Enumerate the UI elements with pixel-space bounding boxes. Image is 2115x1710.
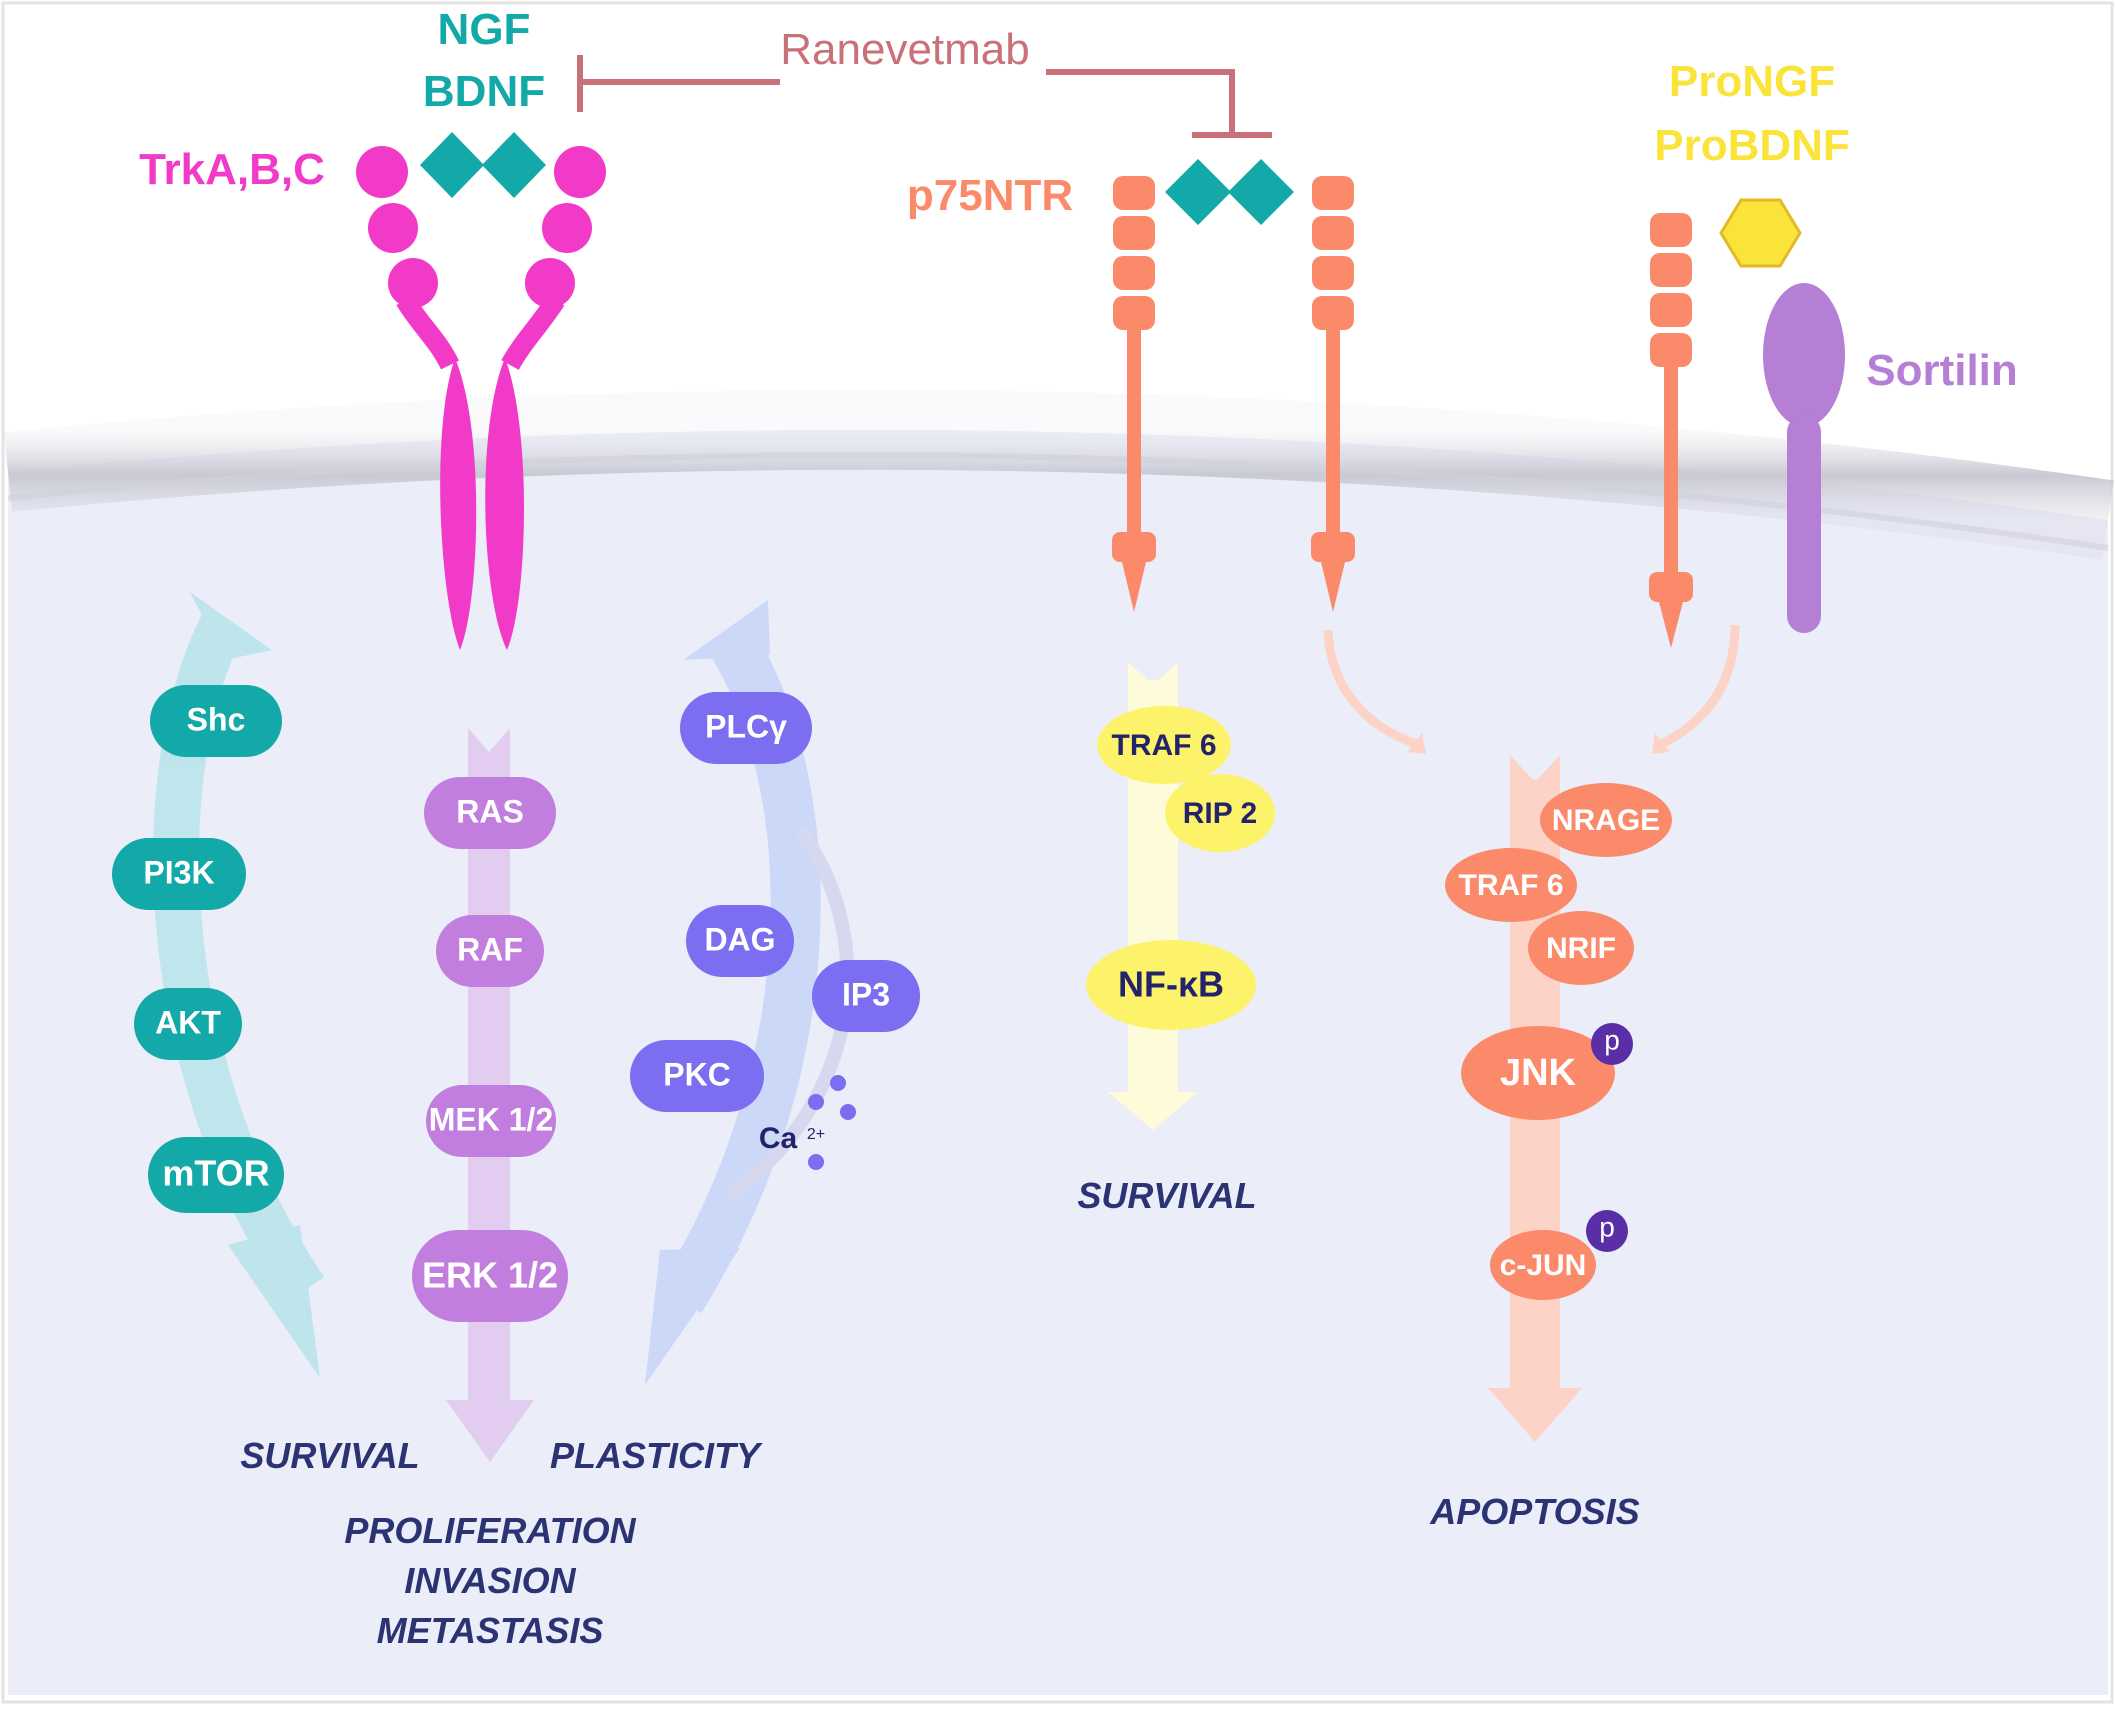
svg-text:NF-κB: NF-κB: [1118, 964, 1224, 1005]
svg-text:PLCγ: PLCγ: [705, 708, 787, 744]
prongf-label: ProNGF: [1669, 57, 1835, 106]
p75-sortilin-receptor: [1649, 213, 1693, 648]
svg-text:IP3: IP3: [842, 976, 890, 1012]
sortilin-label: Sortilin: [1866, 346, 2018, 395]
node-mtor: mTOR: [148, 1137, 284, 1213]
outcome-survival-mid: SURVIVAL: [1077, 1175, 1256, 1216]
node-jnk: JNK: [1461, 1026, 1615, 1120]
outcome-apoptosis: APOPTOSIS: [1429, 1491, 1639, 1532]
p75ntr-label: p75NTR: [907, 171, 1073, 220]
svg-text:p: p: [1604, 1024, 1620, 1055]
svg-text:Shc: Shc: [187, 701, 246, 737]
ranevetmab-label: Ranevetmab: [780, 25, 1029, 74]
node-dag: DAG: [686, 905, 794, 977]
node-shc: Shc: [150, 685, 282, 757]
svg-text:c-JUN: c-JUN: [1500, 1249, 1587, 1282]
outcome-survival-left: SURVIVAL: [240, 1435, 419, 1476]
svg-text:MEK 1/2: MEK 1/2: [429, 1101, 553, 1137]
outcome-plasticity: PLASTICITY: [550, 1435, 763, 1476]
node-erk: ERK 1/2: [412, 1230, 568, 1322]
svg-text:NRIF: NRIF: [1546, 932, 1616, 965]
node-nfkb: NF-κB: [1086, 940, 1256, 1030]
node-plc-gamma: PLCγ: [680, 692, 812, 764]
svg-text:DAG: DAG: [704, 921, 775, 957]
phospho-jnk-badge: p: [1591, 1023, 1633, 1065]
svg-text:TRAF 6: TRAF 6: [1112, 729, 1217, 762]
apoptosis-pathway: NRAGE TRAF 6 NRIF JNK c-JUN p p: [1445, 783, 1672, 1300]
svg-text:RAS: RAS: [456, 793, 524, 829]
svg-text:JNK: JNK: [1500, 1052, 1577, 1094]
ngf-label: NGF: [438, 5, 531, 54]
svg-text:RIP 2: RIP 2: [1183, 797, 1258, 830]
node-cjun: c-JUN: [1490, 1230, 1596, 1300]
ranevetmab-inhibition: [577, 55, 1272, 138]
node-ip3: IP3: [812, 960, 920, 1032]
phospho-cjun-badge: p: [1586, 1210, 1628, 1252]
trk-label: TrkA,B,C: [139, 145, 325, 194]
ngf-bdnf-ligand: [420, 132, 546, 198]
mapk-pathway: RAS RAF MEK 1/2 ERK 1/2: [412, 777, 568, 1322]
node-pkc: PKC: [630, 1040, 764, 1112]
node-traf6-apoptosis: TRAF 6: [1445, 848, 1577, 922]
trk-receptor: [356, 146, 606, 650]
calcium-ions: [808, 1075, 856, 1170]
outcome-metastasis: METASTASIS: [377, 1610, 604, 1651]
p75-bound-ligand: [1165, 159, 1294, 225]
pro-neurotrophin-hexagon: [1719, 198, 1802, 268]
svg-text:mTOR: mTOR: [162, 1153, 269, 1194]
node-nrif: NRIF: [1528, 911, 1634, 985]
pi3k-pathway: Shc PI3K AKT mTOR: [112, 685, 284, 1213]
node-ras: RAS: [424, 777, 556, 849]
calcium-charge: 2+: [807, 1126, 825, 1143]
svg-text:RAF: RAF: [457, 931, 523, 967]
outcome-invasion: INVASION: [404, 1560, 576, 1601]
node-akt: AKT: [134, 988, 242, 1060]
svg-text:TRAF 6: TRAF 6: [1459, 869, 1564, 902]
node-rip2: RIP 2: [1165, 774, 1275, 852]
svg-text:NRAGE: NRAGE: [1552, 804, 1660, 837]
nfkb-pathway: TRAF 6 RIP 2 NF-κB: [1086, 706, 1275, 1030]
node-nrage: NRAGE: [1540, 783, 1672, 857]
calcium-label: Ca: [759, 1122, 798, 1155]
svg-text:p: p: [1599, 1211, 1615, 1242]
svg-text:AKT: AKT: [155, 1004, 221, 1040]
svg-text:PI3K: PI3K: [143, 854, 214, 890]
svg-text:PKC: PKC: [663, 1056, 731, 1092]
node-pi3k: PI3K: [112, 838, 246, 910]
node-raf: RAF: [436, 915, 544, 987]
probdnf-label: ProBDNF: [1654, 121, 1850, 170]
bdnf-label: BDNF: [423, 67, 545, 116]
p75ntr-receptor: [1112, 176, 1355, 612]
node-mek: MEK 1/2: [426, 1085, 556, 1157]
node-traf6-nfkb: TRAF 6: [1097, 706, 1231, 784]
svg-text:ERK 1/2: ERK 1/2: [422, 1255, 558, 1296]
plc-pathway: PLCγ DAG IP3 PKC Ca 2+: [630, 692, 920, 1170]
outcome-proliferation: PROLIFERATION: [344, 1510, 636, 1551]
sortilin-receptor: [1763, 283, 1845, 633]
